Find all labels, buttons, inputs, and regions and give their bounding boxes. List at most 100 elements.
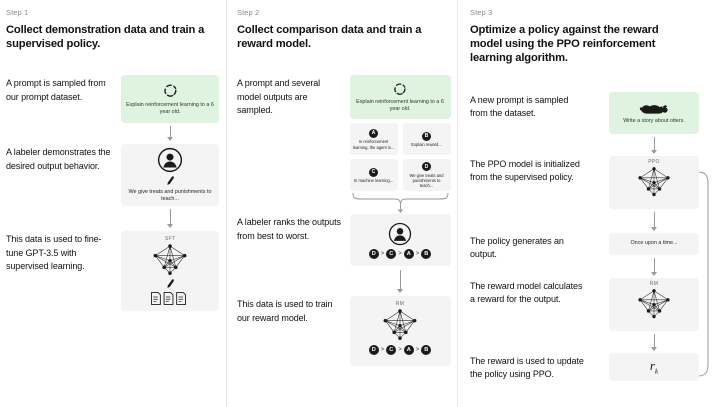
pencil-icon — [166, 175, 175, 186]
rank-separator: > — [380, 347, 385, 354]
step-1-title: Collect demonstration data and train a s… — [6, 24, 205, 51]
rank-badge-4: B — [421, 248, 432, 259]
neural-network-icon — [633, 166, 675, 198]
arrow-down — [651, 257, 657, 276]
rank-badge-3: A — [403, 248, 414, 259]
step-2-caption-1: A prompt and several model outputs are s… — [237, 78, 321, 116]
ranking-row: D > C > A > B — [368, 345, 432, 356]
reward-subscript: k — [654, 367, 659, 376]
rank-separator: > — [415, 250, 420, 257]
step-3-label: Step 3 — [470, 8, 493, 17]
step-2-title: Collect comparison data and train a rewa… — [237, 24, 422, 51]
new-prompt-card-green[interactable]: Write a story about otters. — [609, 91, 699, 134]
output-option-c[interactable]: C In machine learning... — [349, 159, 398, 192]
option-badge: D — [422, 162, 431, 172]
documents-icon — [150, 291, 190, 306]
step-1-column: Step 1 Collect demonstration data and tr… — [0, 0, 226, 407]
sft-model-label: SFT — [164, 236, 176, 243]
step-2-label: Step 2 — [237, 8, 260, 17]
prompt-card-text: Explain reinforcement learning to a 6 ye… — [126, 101, 214, 115]
step-3-column: Step 3 Optimize a policy against the rew… — [457, 0, 720, 407]
step-3-row-3: The policy generates an output. Once upo… — [470, 232, 720, 276]
labeler-demo-text: We give treats and punishments to teach.… — [128, 189, 212, 203]
prompt-card-text: Explain reinforcement learning to a 6 ye… — [356, 98, 444, 112]
arrow-down — [651, 136, 657, 154]
step-1-caption-2: A labeler demonstrates the desired outpu… — [6, 147, 111, 171]
rank-badge-1: D — [368, 248, 379, 259]
option-badge: B — [422, 131, 431, 141]
step-3-visual-2: PPO — [588, 155, 720, 231]
rm-model-card[interactable]: RM — [349, 296, 451, 367]
reward-symbol: rk — [650, 358, 658, 376]
explain-loop-icon — [163, 83, 178, 98]
arrow-down — [167, 209, 173, 229]
rank-badge-3: A — [403, 345, 414, 356]
step-3-caption-5: The reward is used to update the policy … — [470, 355, 584, 380]
arrow-down — [167, 126, 173, 142]
labeler-person-icon — [388, 222, 412, 246]
rank-badge-4: B — [421, 345, 432, 356]
reward-letter: r — [649, 357, 655, 373]
otter-icon — [638, 101, 670, 115]
step-3-title: Optimize a policy against the reward mod… — [470, 24, 659, 65]
output-option-b[interactable]: B Explain reward... — [402, 123, 451, 156]
step-2-caption-3: This data is used to train our reward mo… — [237, 299, 333, 323]
policy-output-text: Once upon a time... — [630, 240, 678, 246]
labeler-demo-card[interactable]: We give treats and punishments to teach.… — [121, 144, 219, 207]
step-3-visual-1: Write a story about otters. — [588, 91, 720, 154]
rank-badge-1: D — [368, 345, 379, 356]
rm-model-label: RM — [395, 301, 405, 308]
step-3-visual-5: rk — [588, 352, 720, 381]
step-1-row-1: A prompt is sampled from our prompt data… — [6, 75, 226, 142]
step-3-row-1: A new prompt is sampled from the dataset… — [470, 91, 720, 154]
rank-separator: > — [398, 250, 402, 257]
step-1-visual-1: Explain reinforcement learning to a 6 ye… — [114, 75, 226, 142]
step-3-row-5: The reward is used to update the policy … — [470, 352, 720, 382]
policy-output-card[interactable]: Once upon a time... — [609, 232, 699, 255]
prompt-card-green[interactable]: Explain reinforcement learning to a 6 ye… — [121, 75, 219, 124]
step-3-visual-3: Once upon a time... — [588, 232, 720, 276]
option-text: In machine learning... — [353, 178, 394, 184]
step-3-row-4: The reward model calculates a reward for… — [470, 277, 720, 351]
new-prompt-text: Write a story about otters. — [623, 117, 685, 124]
step-1-row-2: A labeler demonstrates the desired outpu… — [6, 144, 226, 229]
step-1-visual-3: SFT — [114, 231, 226, 312]
labeler-person-icon — [157, 147, 183, 173]
reward-value-card[interactable]: rk — [609, 352, 699, 381]
output-option-a[interactable]: A In reinforcement learning, the agent i… — [349, 123, 398, 156]
neural-network-icon — [378, 308, 422, 342]
step-2-caption-2: A labeler ranks the outputs from best to… — [237, 217, 341, 241]
rm-model-label: RM — [649, 280, 659, 287]
ranking-row: D > C > A > B — [368, 248, 432, 259]
rm-model-card[interactable]: RM — [609, 277, 699, 331]
option-text: Explain reward... — [411, 142, 442, 148]
labeler-rank-card[interactable]: D > C > A > B — [349, 214, 451, 267]
step-2-rows: A prompt and several model outputs are s… — [237, 75, 457, 367]
step-3-rows: A new prompt is sampled from the dataset… — [470, 91, 720, 382]
step-3-row-2: The PPO model is initialized from the su… — [470, 155, 720, 231]
step-2-row-2: A labeler ranks the outputs from best to… — [237, 214, 457, 294]
rank-badge-2: C — [386, 248, 397, 259]
ppo-model-card[interactable]: PPO — [609, 155, 699, 209]
step-2-row-3: This data is used to train our reward mo… — [237, 296, 457, 367]
rank-separator: > — [380, 250, 385, 257]
step-1-rows: A prompt is sampled from our prompt data… — [6, 75, 226, 312]
output-option-d[interactable]: D We give treats and punishments to teac… — [402, 159, 451, 192]
ppo-model-label: PPO — [648, 158, 660, 165]
step-2-visual-2: D > C > A > B — [343, 214, 457, 294]
pencil-icon — [166, 278, 175, 289]
option-text: In reinforcement learning, the agent is.… — [352, 139, 395, 150]
option-badge: A — [369, 128, 378, 138]
step-1-label: Step 1 — [6, 8, 29, 17]
option-badge: C — [369, 167, 378, 177]
rank-separator: > — [398, 347, 402, 354]
step-1-row-3: This data is used to fine-tune GPT-3.5 w… — [6, 231, 226, 312]
prompt-card-green[interactable]: Explain reinforcement learning to a 6 ye… — [349, 75, 451, 120]
step-3-caption-1: A new prompt is sampled from the dataset… — [470, 94, 569, 119]
merge-brace-group — [343, 191, 457, 214]
neural-network-icon — [633, 288, 675, 320]
arrow-down — [651, 211, 657, 231]
step-2-visual-1: Explain reinforcement learning to a 6 ye… — [343, 75, 457, 214]
sft-model-card[interactable]: SFT — [121, 231, 219, 312]
